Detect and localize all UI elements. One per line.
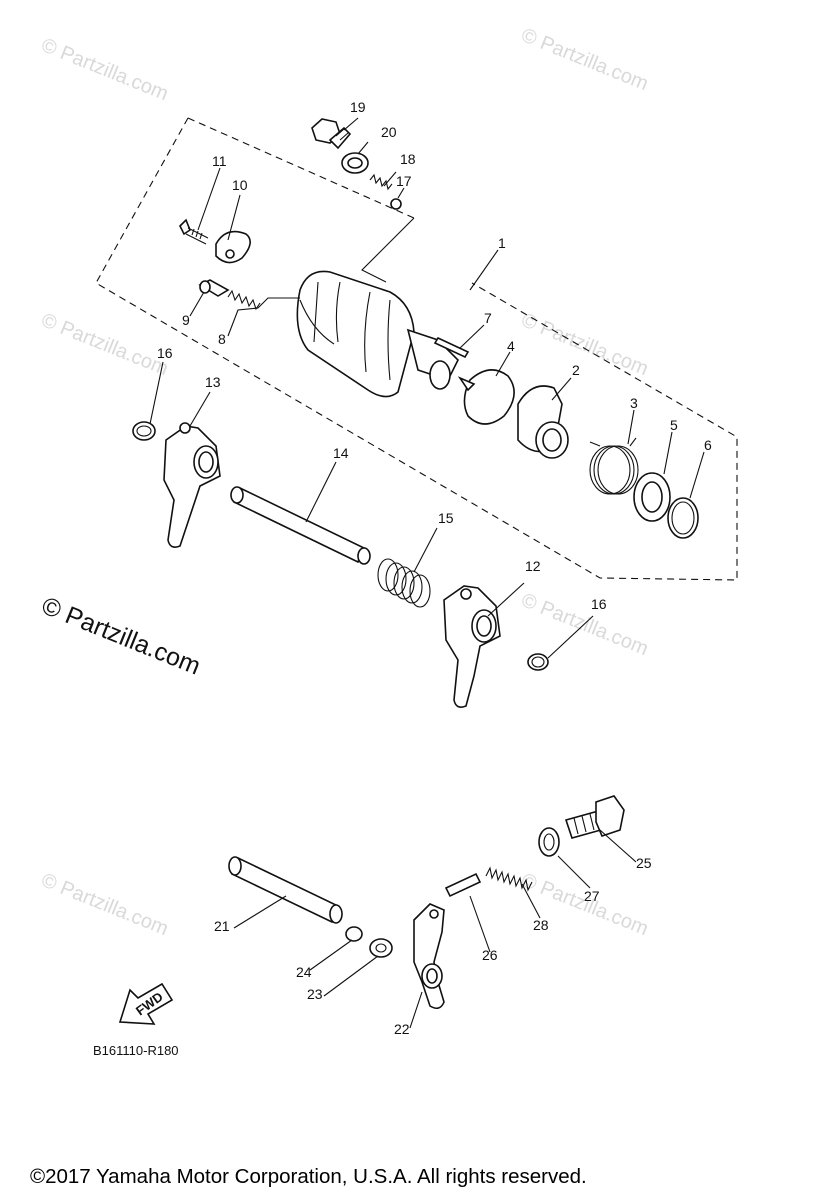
callout-25: 25 bbox=[636, 855, 652, 871]
part-28-spring bbox=[485, 866, 533, 892]
part-14-shaft bbox=[230, 486, 371, 565]
callout-16-left: 16 bbox=[157, 345, 173, 361]
callout-26: 26 bbox=[482, 947, 498, 963]
callout-28: 28 bbox=[533, 917, 549, 933]
part-26-pin bbox=[444, 872, 482, 898]
callout-14: 14 bbox=[333, 445, 349, 461]
part-9-pin bbox=[198, 279, 230, 297]
part-21-shaft bbox=[228, 856, 343, 924]
callout-3: 3 bbox=[630, 395, 638, 411]
callout-10: 10 bbox=[232, 177, 248, 193]
callout-7: 7 bbox=[484, 310, 492, 326]
part-11-screw bbox=[179, 218, 209, 245]
callout-27: 27 bbox=[584, 888, 600, 904]
callout-9: 9 bbox=[182, 312, 190, 328]
watermark-faint: © Partzilla.com bbox=[518, 309, 651, 380]
part-16-circlip-right bbox=[527, 653, 549, 671]
shift-drum bbox=[296, 270, 459, 398]
copyright-notice: ©2017 Yamaha Motor Corporation, U.S.A. A… bbox=[30, 1165, 587, 1188]
diagram-reference-code: B161110-R180 bbox=[93, 1043, 179, 1058]
callout-1: 1 bbox=[498, 235, 506, 251]
callout-12: 12 bbox=[525, 558, 541, 574]
watermark-faint: © Partzilla.com bbox=[518, 589, 651, 660]
callout-8: 8 bbox=[218, 331, 226, 347]
watermark-main: © Partzilla.com bbox=[38, 592, 205, 681]
part-24-circlip bbox=[345, 926, 363, 942]
part-7-pin bbox=[433, 336, 470, 359]
part-25-bolt bbox=[564, 795, 625, 839]
callout-2: 2 bbox=[572, 362, 580, 378]
callout-15: 15 bbox=[438, 510, 454, 526]
watermark-faint: © Partzilla.com bbox=[38, 309, 171, 380]
part-22-lever bbox=[413, 903, 445, 1010]
part-10-plate bbox=[215, 230, 251, 264]
callout-labels: 1 2 3 4 5 6 7 8 9 10 11 12 13 14 15 16 1… bbox=[157, 99, 712, 1037]
callout-16-right: 16 bbox=[591, 596, 607, 612]
callout-17: 17 bbox=[396, 173, 412, 189]
part-2-segment bbox=[517, 385, 569, 459]
callout-19: 19 bbox=[350, 99, 366, 115]
callout-5: 5 bbox=[670, 417, 678, 433]
part-8-spring bbox=[227, 289, 261, 311]
part-15-spring bbox=[377, 558, 431, 608]
part-4-plate bbox=[457, 369, 515, 425]
fwd-arrow: FWD bbox=[118, 982, 174, 1025]
watermark-faint: © Partzilla.com bbox=[518, 24, 651, 95]
part-19-bolt bbox=[311, 118, 352, 150]
watermark-faint: © Partzilla.com bbox=[38, 34, 171, 105]
part-13-shift-fork bbox=[163, 422, 221, 548]
callout-23: 23 bbox=[307, 986, 323, 1002]
part-16-circlip-left bbox=[132, 421, 156, 441]
part-6-circlip bbox=[667, 497, 699, 539]
callout-6: 6 bbox=[704, 437, 712, 453]
part-17-ball bbox=[390, 198, 402, 210]
callout-18: 18 bbox=[400, 151, 416, 167]
callout-4: 4 bbox=[507, 338, 515, 354]
leader-lines bbox=[149, 117, 705, 1029]
callout-21: 21 bbox=[214, 918, 230, 934]
callout-20: 20 bbox=[381, 124, 397, 140]
callout-13: 13 bbox=[205, 374, 221, 390]
part-23-washer bbox=[369, 938, 393, 958]
assembly-boundary bbox=[95, 117, 738, 581]
part-12-shift-fork bbox=[443, 585, 501, 708]
part-18-spring bbox=[369, 173, 393, 191]
part-27-washer bbox=[538, 827, 560, 857]
watermark-faint: © Partzilla.com bbox=[38, 869, 171, 940]
callout-11: 11 bbox=[212, 153, 227, 169]
part-3-spring bbox=[589, 437, 639, 495]
callout-22: 22 bbox=[394, 1021, 410, 1037]
callout-24: 24 bbox=[296, 964, 312, 980]
